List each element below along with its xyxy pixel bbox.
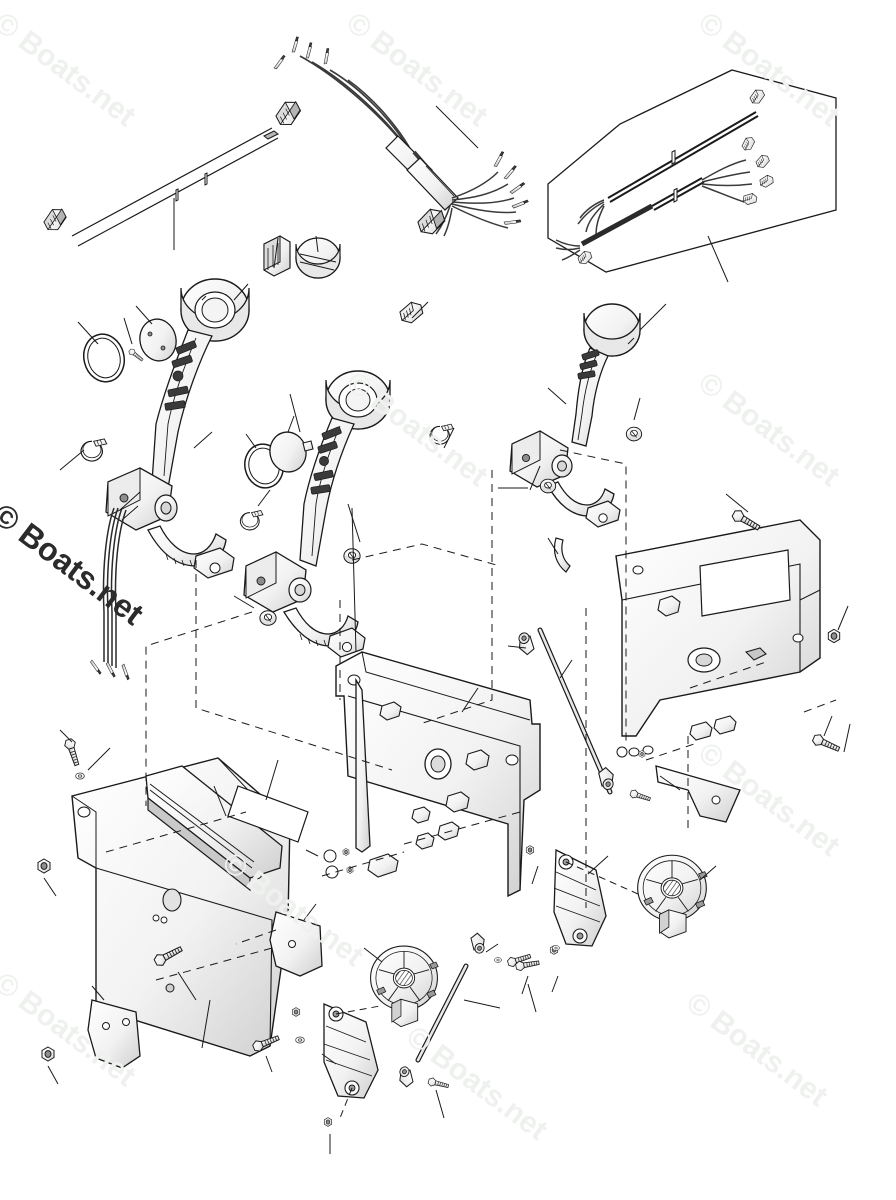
lever-detent-pattern-center bbox=[310, 426, 342, 495]
leader-line bbox=[119, 491, 141, 511]
part-group-boxed-harness-kit[interactable] bbox=[547, 69, 837, 283]
bushing-center-b bbox=[259, 610, 277, 626]
part-group-center-mounting-bracket[interactable] bbox=[305, 507, 541, 898]
leader-lines-center-lever bbox=[233, 393, 361, 609]
leader-lines-right-lever bbox=[498, 303, 667, 555]
leader-lines-right-sensor bbox=[521, 855, 717, 995]
bushing-right-b bbox=[625, 426, 643, 442]
sensor-washer bbox=[552, 945, 560, 951]
part-group-left-control-lever-assembly[interactable] bbox=[59, 278, 250, 579]
rod-washer-lower bbox=[494, 957, 502, 963]
part-group-short-wiring-harness[interactable] bbox=[40, 97, 305, 250]
assembly-axis-line bbox=[335, 1005, 381, 1015]
bushing-right-a bbox=[539, 478, 557, 494]
leader-line bbox=[707, 235, 729, 283]
lever-pivot-housing-left bbox=[105, 467, 178, 531]
bracket-shim-left bbox=[227, 785, 309, 843]
lever-detent-pattern-left bbox=[164, 340, 197, 411]
end-cap-center bbox=[269, 431, 314, 473]
crank-nut-lower bbox=[323, 1117, 333, 1127]
leader-lines-pushrod bbox=[507, 645, 573, 679]
bracket-slot-right bbox=[699, 549, 791, 617]
crank-nut-upper bbox=[291, 1007, 301, 1017]
leader-lines-left-bracket bbox=[43, 729, 317, 1085]
lever-pivot-housing-right bbox=[509, 430, 573, 488]
part-group-left-mounting-bracket[interactable] bbox=[37, 729, 323, 1085]
switch-block-upper bbox=[263, 235, 291, 277]
part-group-wire-pigtail[interactable] bbox=[89, 491, 141, 681]
lever-knob-right bbox=[583, 303, 641, 357]
part-group-right-rotary-position-sensor[interactable] bbox=[506, 845, 717, 995]
lock-nut-left-upper bbox=[37, 858, 51, 874]
bracket-rail-left bbox=[145, 765, 283, 892]
leader-lines-upper-small bbox=[273, 235, 455, 449]
trim-ring-left bbox=[82, 333, 126, 383]
part-group-lower-rotary-position-sensor[interactable] bbox=[291, 931, 541, 1154]
lever-knob-left bbox=[180, 278, 250, 342]
part-group-right-mounting-bracket[interactable] bbox=[615, 493, 851, 823]
leader-lines-center-bracket bbox=[305, 507, 479, 857]
part-group-multi-branch-wiring-harness[interactable] bbox=[270, 35, 530, 238]
rod-nut bbox=[638, 750, 646, 758]
part-group-center-control-lever-assembly[interactable] bbox=[233, 370, 391, 658]
part-group-push-rod-linkage-upper[interactable] bbox=[507, 627, 652, 804]
sensor-nut-upper bbox=[525, 845, 535, 855]
cup-housing-upper bbox=[295, 237, 341, 279]
bushing-center-a bbox=[343, 548, 361, 564]
lever-detent-pattern-right bbox=[577, 349, 600, 380]
lever-knob-center bbox=[325, 370, 391, 430]
lock-nut-left-lower bbox=[41, 1046, 55, 1062]
leader-lines-right-bracket bbox=[659, 493, 851, 791]
leader-lines-left-lever bbox=[59, 283, 249, 521]
part-group-right-shift-lever-assembly[interactable] bbox=[498, 303, 667, 573]
assembly-alignment-lines bbox=[105, 449, 837, 981]
leader-lines-lower-sensor bbox=[321, 943, 537, 1154]
kit-box-outline bbox=[547, 69, 837, 273]
washer-left bbox=[75, 772, 85, 780]
lever-pivot-housing-center bbox=[243, 551, 312, 613]
part-group-small-upper-parts[interactable] bbox=[263, 235, 455, 449]
lock-nut-right bbox=[827, 628, 841, 644]
return-spring-right bbox=[553, 537, 571, 573]
crank-arm-lower bbox=[323, 1003, 379, 1099]
assembly-axis-line bbox=[565, 861, 639, 895]
gusset-bracket-left bbox=[87, 999, 141, 1069]
washer-left-lower bbox=[295, 1036, 305, 1044]
leader-line bbox=[435, 105, 479, 149]
center-bracket-shims bbox=[323, 848, 354, 879]
gusset-bracket-right bbox=[655, 765, 741, 823]
harness-branch-fan bbox=[451, 171, 517, 229]
assembly-axis-line bbox=[339, 1087, 353, 1119]
end-cap-left bbox=[139, 318, 177, 362]
